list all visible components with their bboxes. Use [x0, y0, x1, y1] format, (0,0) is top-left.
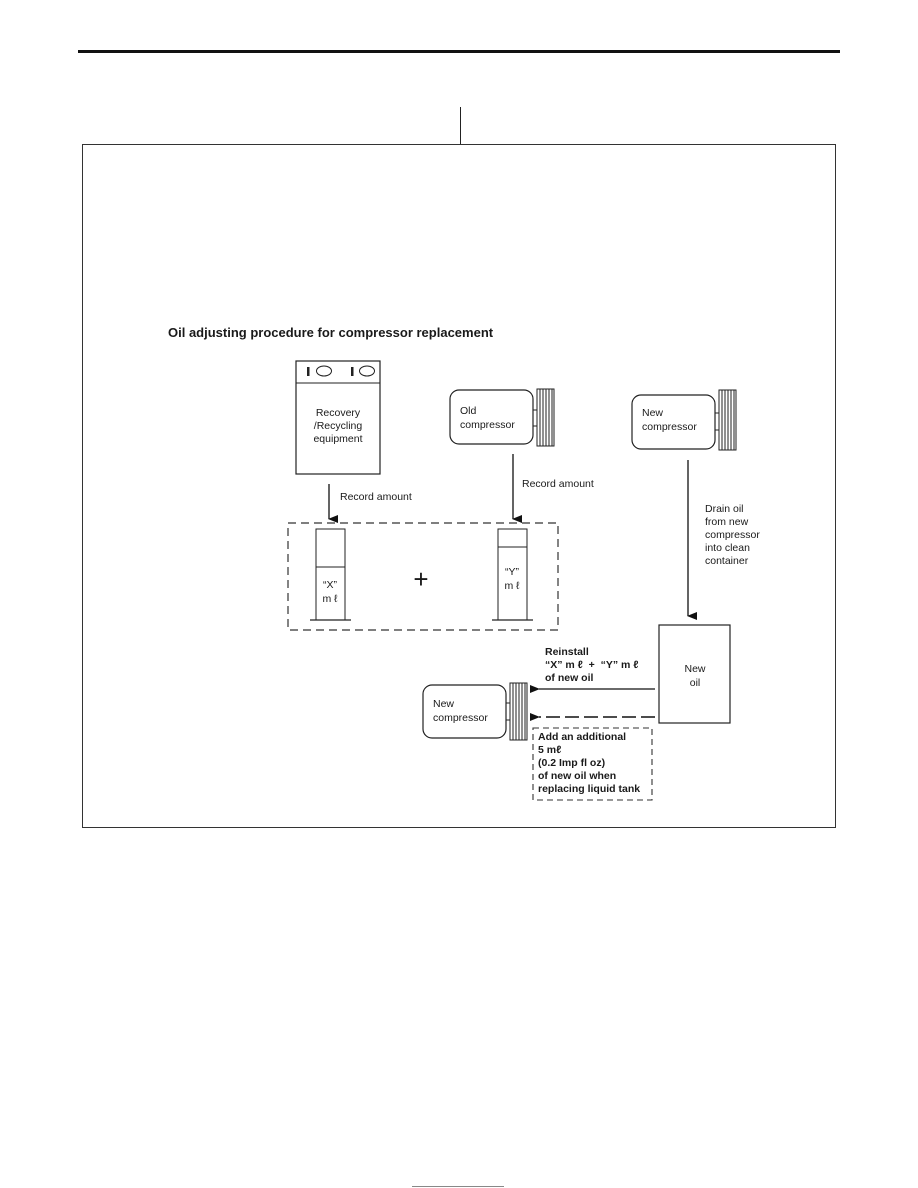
new-compressor-bottom-label-line2: compressor: [433, 712, 488, 724]
new-compressor-top-label-line1: New: [642, 407, 663, 419]
container-x: “X” m ℓ: [310, 528, 351, 621]
plus-sign: +: [413, 564, 428, 594]
header-rule: [78, 50, 840, 53]
reinstall-label-line3: of new oil: [545, 672, 593, 684]
new-compressor-bottom: New compressor: [422, 682, 528, 741]
additional-label-line5: replacing liquid tank: [538, 783, 640, 795]
old-compressor: Old compressor: [449, 388, 555, 447]
additional-label-line2: 5 mℓ: [538, 744, 561, 756]
reinstall-label-line1: Reinstall: [545, 646, 589, 658]
recovery-label-line1: Recovery: [316, 407, 361, 419]
record-amount-right-label: Record amount: [522, 478, 594, 490]
center-divider-tick: [460, 107, 461, 144]
new-oil-container: New oil: [658, 624, 731, 724]
recovery-label-line3: equipment: [313, 433, 362, 445]
diagram-title: Oil adjusting procedure for compressor r…: [168, 325, 494, 340]
recovery-recycling-equipment: Recovery /Recycling equipment: [295, 360, 381, 475]
recovery-label-line2: /Recycling: [314, 420, 363, 432]
old-compressor-label-line1: Old: [460, 405, 477, 417]
additional-label-line1: Add an additional: [538, 731, 626, 743]
old-compressor-label-line2: compressor: [460, 419, 515, 431]
additional-oil-note-box: [532, 727, 653, 801]
container-y-label-line2: m ℓ: [504, 580, 520, 592]
record-amount-left-label: Record amount: [340, 491, 412, 503]
drain-label-line2: from new: [705, 516, 749, 528]
container-y: “Y” m ℓ: [492, 528, 533, 621]
figure-frame: [82, 144, 836, 828]
container-x-label-line2: m ℓ: [322, 593, 338, 605]
drain-label-line4: into clean: [705, 542, 750, 554]
new-compressor-bottom-label-line1: New: [433, 698, 454, 710]
footer-mark: [412, 1186, 504, 1187]
drain-label-line3: compressor: [705, 529, 760, 541]
measured-oil-dashed-box: [287, 522, 559, 631]
drain-label-line1: Drain oil: [705, 503, 744, 515]
new-oil-label-line1: New: [684, 663, 705, 675]
container-y-label-line1: “Y”: [505, 566, 520, 578]
drain-label-line5: container: [705, 555, 749, 567]
new-compressor-top-label-line2: compressor: [642, 421, 697, 433]
additional-label-line4: of new oil when: [538, 770, 616, 782]
new-oil-label-line2: oil: [690, 677, 701, 689]
container-x-label-line1: “X”: [323, 579, 338, 591]
reinstall-label-line2: “X” m ℓ + “Y” m ℓ: [545, 659, 638, 671]
additional-label-line3: (0.2 Imp fl oz): [538, 757, 605, 769]
new-compressor-top: New compressor: [631, 389, 737, 451]
